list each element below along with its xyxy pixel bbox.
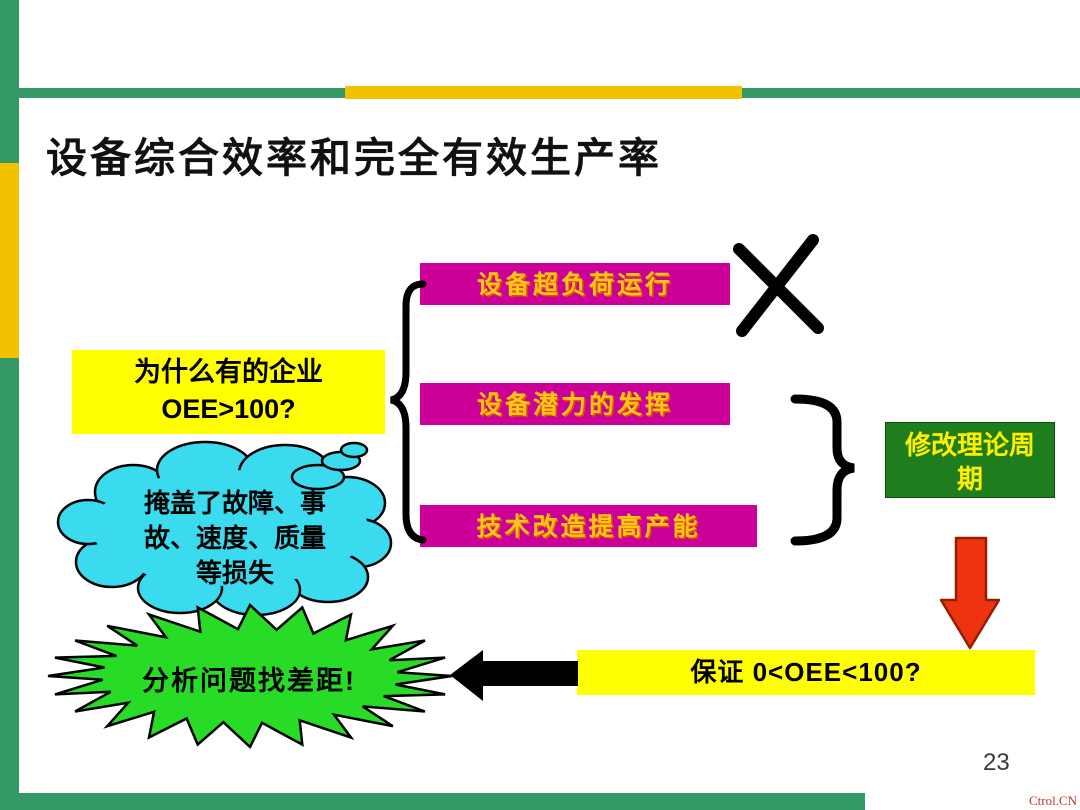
modify-cycle-box: 修改理论周 期 [885,422,1055,498]
bottom-bar [0,793,865,810]
top-rule-green-left [19,88,345,98]
question-box: 为什么有的企业 OEE>100? [72,350,385,434]
top-rule-green-right [742,88,1080,98]
top-rule-gold [345,86,742,99]
slide-title: 设备综合效率和完全有效生产率 [46,135,662,181]
right-brace [790,394,855,546]
page-number: 23 [983,749,1010,776]
left-bar-gold [0,163,19,358]
left-bar-green-top [0,0,19,163]
cause-box-potential: 设备潜力的发挥 [420,383,730,425]
burst-note-text: 分析问题找差距! [142,666,356,696]
ensure-oee-box: 保证 0<OEE<100? [577,650,1035,695]
x-cross-icon [733,234,824,337]
watermark-text: Ctrol.CN [1028,793,1077,808]
thought-bubble-trail [290,441,369,491]
cause-box-upgrade: 技术改造提高产能 [420,505,757,547]
left-bar-green-bottom [0,358,19,810]
left-brace [389,280,427,544]
black-left-arrow-icon [450,650,578,701]
red-down-arrow-icon [939,536,1001,650]
cloud-note-text: 掩盖了故障、事 故、速度、质量 等损失 [143,488,326,588]
cause-box-overload: 设备超负荷运行 [420,263,730,305]
